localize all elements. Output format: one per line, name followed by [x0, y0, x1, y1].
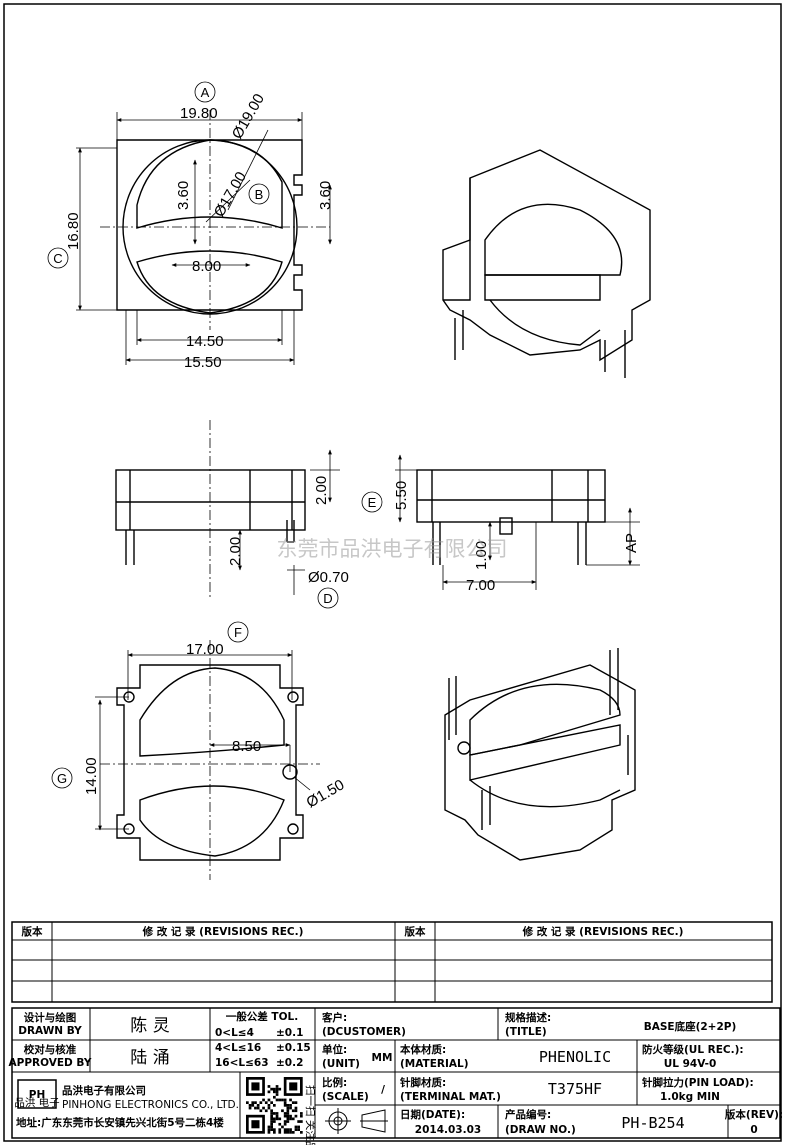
iso-view-top: [442, 149, 651, 378]
rev-col-version-right: 版本: [405, 925, 426, 938]
dim-19-80: 19.80: [180, 105, 218, 122]
pinload-value: 1.0kg MIN: [660, 1091, 720, 1103]
tolerance-table: 0<L≤4 ±0.1 4<L≤16 ±0.15 16<L≤63 ±0.2: [215, 1027, 311, 1069]
dim-1-00: 1.00: [473, 541, 490, 570]
label-b: B: [255, 187, 264, 202]
label-a: A: [201, 85, 210, 100]
approved-by-label: APPROVED BY: [9, 1057, 92, 1069]
bottom-view-dims: [51, 621, 320, 880]
dim-dia-0-70: Ø0.70: [308, 569, 349, 586]
dim-14-00: 14.00: [83, 757, 100, 795]
dim-14-50: 14.50: [186, 333, 224, 350]
iso-view-bottom: [444, 648, 636, 861]
material-en: (MATERIAL): [400, 1058, 469, 1070]
drawno-value: PH-B254: [621, 1114, 684, 1132]
tol-value: ±0.15: [276, 1042, 311, 1054]
outer-frame: [3, 3, 782, 1142]
dim-dia-19: Ø19.00: [229, 91, 268, 142]
end-view-dims: [361, 454, 640, 590]
drawn-by-label: DRAWN BY: [18, 1025, 82, 1037]
side-view: [115, 469, 306, 565]
end-view: [416, 469, 606, 565]
top-view-dims: [47, 81, 332, 365]
terminal-en: (TERMINAL MAT.): [400, 1091, 501, 1103]
dim-8-50: 8.50: [232, 738, 261, 755]
tol-value: ±0.2: [276, 1057, 303, 1069]
material-label: 本体材质:: [400, 1043, 446, 1056]
scale-en: (SCALE): [322, 1091, 369, 1103]
material-value: PHENOLIC: [539, 1048, 611, 1066]
tol-range: 16<L≤63: [215, 1057, 269, 1069]
unit-value: MM: [372, 1052, 393, 1064]
designer-name: 陈 灵: [130, 1016, 169, 1036]
tol-value: ±0.1: [276, 1027, 303, 1039]
dim-ap: AP: [623, 533, 640, 553]
unit-en: (UNIT): [322, 1058, 360, 1070]
designed-by-label: 设计与绘图: [24, 1011, 77, 1024]
side-view-dims: [209, 420, 340, 609]
dim-dia-17: Ø17.00: [211, 169, 250, 220]
checked-label: 校对与核准: [24, 1043, 77, 1056]
customer-en: (DCUSTOMER): [322, 1026, 406, 1038]
label-f: F: [234, 625, 242, 640]
spec-en: (TITLE): [505, 1026, 547, 1038]
dim-15-50: 15.50: [184, 354, 222, 371]
drawno-label: 产品编号:: [505, 1108, 551, 1121]
rev-value: 0: [750, 1124, 757, 1136]
dim-3-60-right: 3.60: [317, 181, 334, 210]
dim-2-00-left: 2.00: [227, 537, 244, 566]
dim-17-00: 17.00: [186, 641, 224, 658]
date-value: 2014.03.03: [415, 1124, 481, 1136]
customer-label: 客户:: [321, 1011, 347, 1024]
title-block-grid: [11, 1007, 781, 1139]
terminal-value: T375HF: [548, 1080, 602, 1098]
label-d: D: [323, 591, 332, 606]
label-e: E: [368, 495, 377, 510]
dim-16-80: 16.80: [65, 212, 82, 250]
dim-3-60-left: 3.60: [175, 181, 192, 210]
spec-label: 规格描述:: [505, 1011, 551, 1024]
company-cn: 品洪电子有限公司: [62, 1084, 146, 1097]
label-g: G: [57, 771, 67, 786]
dim-dia-1-50: Ø1.50: [304, 776, 348, 811]
scale-label: 比例:: [322, 1076, 347, 1089]
dim-7-00: 7.00: [466, 577, 495, 594]
label-c: C: [53, 251, 62, 266]
flame-label: 防火等级(UL REC.):: [642, 1043, 744, 1056]
dim-2-00-top: 2.00: [313, 476, 330, 505]
watermark: 东莞市品洪电子有限公司: [277, 537, 508, 561]
tol-title: 一般公差 TOL.: [226, 1010, 298, 1023]
scale-value: /: [381, 1084, 385, 1096]
date-label: 日期(DATE):: [400, 1108, 465, 1121]
dim-5-50: 5.50: [393, 481, 410, 510]
title-value: BASE底座(2+2P): [644, 1020, 737, 1033]
rev-col-rev-left: 修 改 记 录 (REVISIONS REC.): [142, 925, 304, 938]
projection-symbol-icon: [325, 1108, 388, 1134]
approver-name: 陆 涌: [130, 1048, 169, 1068]
pinload-label: 针脚拉力(PIN LOAD):: [641, 1076, 754, 1089]
rev-col-rev-right: 修 改 记 录 (REVISIONS REC.): [522, 925, 684, 938]
company-address: 地址:广东东莞市长安镇先兴北街5号二栋4楼: [16, 1116, 224, 1129]
svg-text:品洪 电子: 品洪 电子: [14, 1096, 59, 1109]
rev-label: 版本(REV):: [725, 1108, 783, 1121]
bottom-view: [116, 664, 304, 861]
company-logo: PH 品洪 电子: [14, 1079, 60, 1109]
terminal-label: 针脚材质:: [399, 1076, 446, 1089]
company-en: PINHONG ELECTRONICS CO., LTD.: [62, 1099, 239, 1111]
qr-code: [246, 1077, 303, 1134]
flame-value: UL 94V-0: [664, 1058, 717, 1070]
unit-label: 单位:: [322, 1043, 347, 1056]
revisions-table: [11, 921, 773, 1003]
tol-range: 0<L≤4: [215, 1027, 254, 1039]
dim-8-00: 8.00: [192, 258, 221, 275]
rev-col-version-left: 版本: [22, 925, 43, 938]
tol-range: 4<L≤16: [215, 1042, 261, 1054]
qr-caption: 扫一扫 关注品洪: [304, 1085, 317, 1145]
svg-text:PH: PH: [29, 1089, 45, 1101]
drawno-en: (DRAW NO.): [505, 1124, 576, 1136]
